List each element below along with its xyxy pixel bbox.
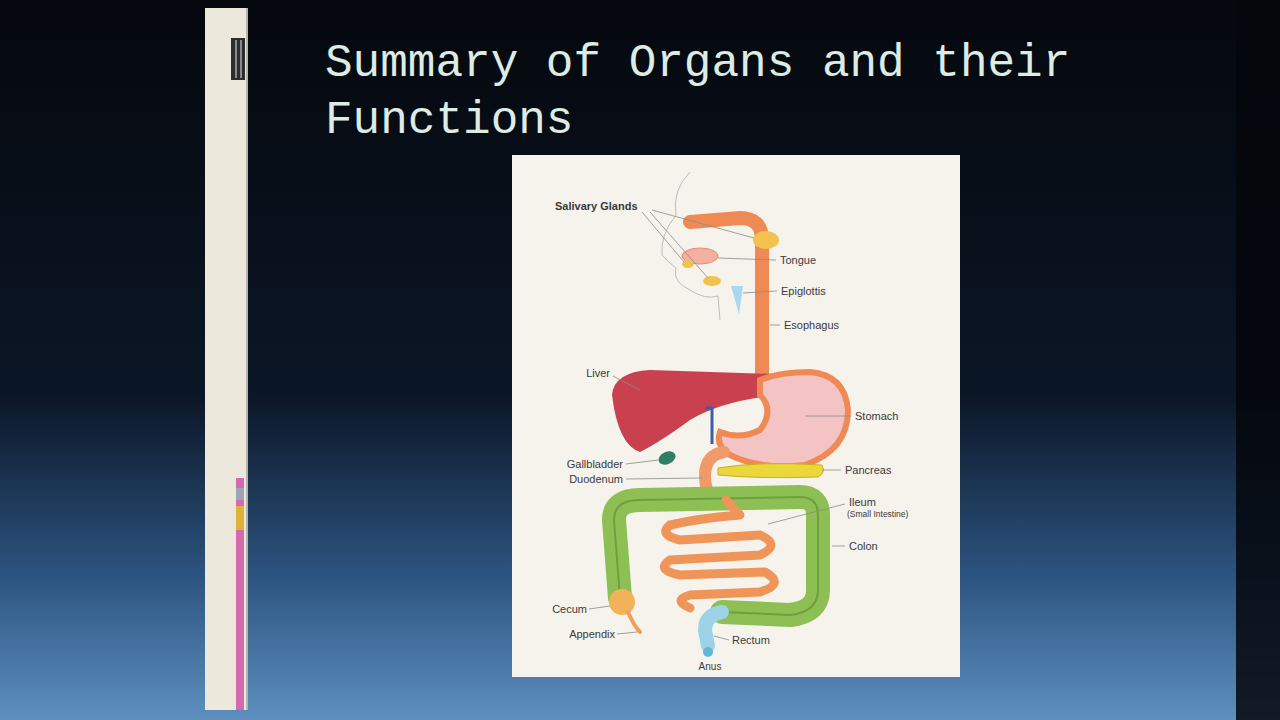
stomach [719, 372, 848, 466]
leader-line [768, 504, 845, 524]
leader-line [626, 478, 702, 479]
colon-line [614, 497, 818, 615]
picture-panel [512, 155, 960, 677]
sidebar-color [236, 506, 244, 530]
pancreas [718, 464, 823, 478]
sidebar-edge [246, 8, 248, 710]
leader-line [822, 470, 841, 471]
part-label: (Small Intestine) [847, 508, 908, 521]
leader-line [652, 210, 754, 238]
epiglottis [731, 286, 743, 314]
small-intestine [664, 500, 774, 608]
leader-lines [589, 210, 851, 640]
slide-title: Summary of Organs and their Functions [325, 36, 1125, 150]
sidebar-mark-line [240, 40, 242, 78]
part-label: Cecum [552, 603, 587, 616]
salivary-gland [703, 276, 721, 286]
gallbladder [656, 449, 677, 467]
leader-line [613, 376, 640, 390]
part-label: Stomach [855, 410, 898, 423]
sidebar-color [236, 478, 244, 488]
part-label: Anus [699, 660, 722, 673]
part-label: Gallbladder [567, 458, 623, 471]
leader-line [626, 460, 658, 464]
screen-edge [1236, 0, 1280, 720]
part-label: Esophagus [784, 319, 839, 332]
leader-line [714, 636, 729, 640]
leader-line [642, 212, 684, 262]
appendix [628, 612, 640, 632]
part-label: Epiglottis [781, 285, 826, 298]
leader-line [650, 212, 708, 278]
rectum [705, 612, 722, 646]
salivary-gland [753, 231, 779, 249]
leader-line [718, 258, 776, 260]
part-label: Appendix [569, 628, 615, 641]
part-label: Duodenum [569, 473, 623, 486]
leader-line [617, 632, 637, 634]
leader-line [589, 606, 610, 609]
sidebar-color [236, 530, 244, 710]
sidebar-mark [231, 38, 245, 80]
sidebar-color [236, 488, 244, 500]
sidebar-mark-line [235, 40, 237, 78]
leader-line [743, 291, 777, 293]
part-label: Rectum [732, 634, 770, 647]
part-label: Liver [586, 367, 610, 380]
part-label: Colon [849, 540, 878, 553]
leader-line [770, 325, 780, 326]
part-label: Tongue [780, 254, 816, 267]
anus [703, 647, 713, 657]
leader-line [805, 416, 851, 417]
leader-line [832, 546, 845, 547]
esophagus [690, 218, 762, 385]
sidebar-color [236, 500, 244, 506]
part-label: Ileum [849, 496, 876, 509]
part-label: Salivary Glands [555, 200, 638, 213]
colon [614, 497, 818, 615]
cecum [609, 589, 635, 615]
part-label: Pancreas [845, 464, 891, 477]
bile-duct [705, 408, 712, 444]
slide-sidebar [205, 8, 248, 710]
